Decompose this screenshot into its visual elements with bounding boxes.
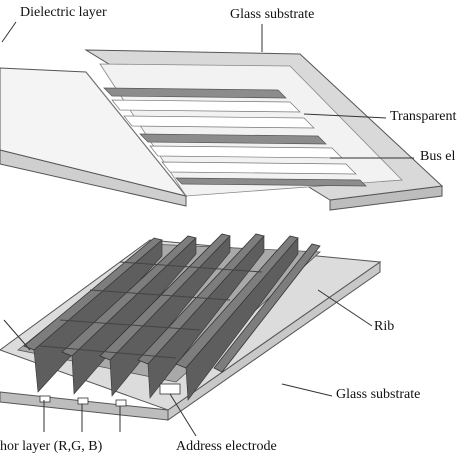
label-transparent-electrode: Transparent	[390, 109, 457, 124]
front-panel	[0, 49, 444, 211]
electrode-stripes	[103, 87, 367, 187]
rib	[213, 243, 321, 373]
address-electrode	[77, 397, 89, 405]
bus-electrode	[175, 177, 367, 187]
cell-dividers	[39, 261, 263, 359]
label-dielectric-layer: Dielectric layer	[20, 5, 107, 20]
label-glass-substrate-top: Glass substrate	[230, 7, 315, 22]
rib-side	[185, 237, 299, 401]
rib-side	[109, 235, 231, 397]
label-bus-electrode: Bus el	[420, 149, 456, 164]
rib-side	[147, 235, 265, 399]
address-electrode	[115, 399, 127, 407]
transparent-electrode	[161, 161, 357, 175]
label-rib: Rib	[374, 319, 395, 334]
transparent-electrode	[123, 115, 315, 129]
address-electrode	[39, 395, 51, 403]
leader-address	[169, 393, 197, 437]
leader-transparent	[303, 113, 387, 119]
ribs	[23, 233, 321, 401]
leader-glass-bottom	[281, 383, 333, 397]
bus-electrode	[103, 87, 287, 99]
address-electrode	[159, 383, 181, 395]
transparent-electrode	[149, 145, 343, 159]
label-address-electrode: Address electrode	[176, 439, 277, 454]
dielectric-fold	[85, 71, 187, 197]
leader-lines	[1, 21, 414, 437]
leader-rib	[317, 289, 373, 327]
label-glass-substrate-bottom: Glass substrate	[336, 387, 421, 402]
address-electrodes	[39, 383, 181, 407]
leader-phosphor	[3, 319, 31, 351]
rear-panel	[0, 233, 382, 421]
leader-dielectric	[1, 21, 17, 43]
label-phosphor-layer: hor layer (R,G, B)	[0, 439, 103, 454]
bus-electrode	[139, 133, 327, 145]
transparent-electrode	[111, 99, 301, 113]
